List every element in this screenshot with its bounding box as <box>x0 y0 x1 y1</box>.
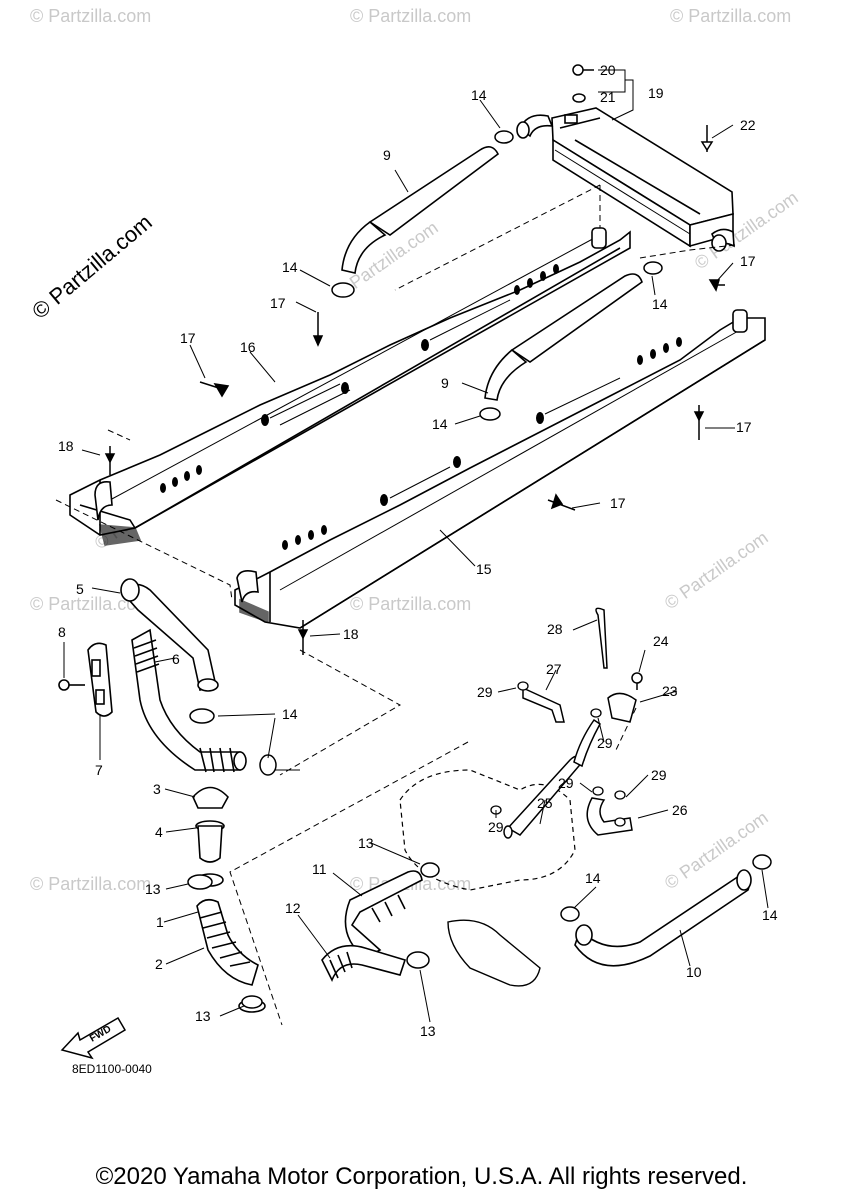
clamp-icon <box>189 708 277 776</box>
callout-29: 29 <box>477 684 493 700</box>
callout-10: 10 <box>686 964 702 980</box>
brand-watermark: © Partzilla.com <box>27 209 157 323</box>
callout-14: 14 <box>471 87 487 103</box>
callout-26: 26 <box>672 802 688 818</box>
callout-14: 14 <box>432 416 448 432</box>
hose-9-lower <box>484 273 643 401</box>
callout-5: 5 <box>76 581 84 597</box>
callout-1: 1 <box>156 914 164 930</box>
callout-17: 17 <box>270 295 286 311</box>
copyright-notice: ©2020 Yamaha Motor Corporation, U.S.A. A… <box>95 1163 748 1190</box>
hose-5 <box>120 578 219 692</box>
exhaust-part <box>447 919 541 987</box>
callout-2: 2 <box>155 956 163 972</box>
diagram-code: 8ED1100-0040 <box>72 1062 152 1076</box>
watermark: © Partzilla.com <box>30 6 151 26</box>
callout-29: 29 <box>651 767 667 783</box>
callout-19: 19 <box>648 85 664 101</box>
callout-27: 27 <box>546 661 562 677</box>
watermark: © Partzilla.com <box>30 594 151 614</box>
rivet-icon <box>104 279 725 655</box>
callout-14: 14 <box>585 870 601 886</box>
callout-13: 13 <box>145 881 161 897</box>
callout-17: 17 <box>740 253 756 269</box>
heat-exchanger-left <box>69 227 631 546</box>
guide-lines <box>55 184 736 1026</box>
heat-exchanger-right <box>234 309 766 629</box>
hose-11 <box>344 870 423 959</box>
callout-21: 21 <box>600 89 616 105</box>
callout-3: 3 <box>153 781 161 797</box>
callout-11: 11 <box>312 861 327 877</box>
callout-13: 13 <box>420 1023 436 1039</box>
watermark: © Partzilla.com <box>30 874 151 894</box>
callout-17: 17 <box>610 495 626 511</box>
callout-14: 14 <box>282 259 298 275</box>
callout-14: 14 <box>762 907 778 923</box>
watermark: © Partzilla.com <box>670 6 791 26</box>
callout-22: 22 <box>740 117 756 133</box>
hose-6 <box>131 628 247 773</box>
clamp-icon <box>560 854 772 922</box>
callout-18: 18 <box>343 626 359 642</box>
callout-9: 9 <box>441 375 449 391</box>
callout-25: 25 <box>537 795 553 811</box>
callout-23: 23 <box>662 683 678 699</box>
callout-6: 6 <box>172 651 180 667</box>
callout-13: 13 <box>195 1008 211 1024</box>
callout-15: 15 <box>476 561 492 577</box>
callout-4: 4 <box>155 824 163 840</box>
thermostat-parts <box>192 786 266 1013</box>
hose-12 <box>321 944 407 982</box>
engine-outline <box>399 769 576 891</box>
hose-10 <box>574 869 752 967</box>
callout-17: 17 <box>180 330 196 346</box>
bracket-7 <box>58 642 113 717</box>
callout-18: 18 <box>58 438 74 454</box>
watermark: © Partzilla.com <box>661 527 772 613</box>
hose-9-upper <box>341 146 500 274</box>
callout-14: 14 <box>282 706 298 722</box>
callout-17: 17 <box>736 419 752 435</box>
callout-13: 13 <box>358 835 374 851</box>
fuel-lines <box>503 607 643 839</box>
clamp-icon <box>187 862 440 1009</box>
reservoir-tank <box>516 107 735 252</box>
callout-12: 12 <box>285 900 301 916</box>
callout-29: 29 <box>597 735 613 751</box>
leader-lines <box>63 69 769 1023</box>
clamp-icon <box>331 130 663 421</box>
callout-9: 9 <box>383 147 391 163</box>
callout-28: 28 <box>547 621 563 637</box>
callout-29: 29 <box>488 819 504 835</box>
watermark: © Partzilla.com <box>661 807 772 893</box>
fwd-arrow-icon: FWD <box>60 1016 127 1060</box>
callout-16: 16 <box>240 339 256 355</box>
callout-29: 29 <box>558 775 574 791</box>
watermark-layer: © Partzilla.com © Partzilla.com © Partzi… <box>30 6 802 894</box>
watermark: © Partzilla.com <box>350 6 471 26</box>
callout-labels: 1 2 3 4 5 6 7 8 9 9 10 11 12 13 13 13 13… <box>58 62 778 1039</box>
callout-14: 14 <box>652 296 668 312</box>
callout-20: 20 <box>600 62 616 78</box>
watermark: © Partzilla.com <box>350 594 471 614</box>
callout-8: 8 <box>58 624 66 640</box>
callout-24: 24 <box>653 633 669 649</box>
callout-7: 7 <box>95 762 103 778</box>
bolt-icon <box>572 64 714 152</box>
